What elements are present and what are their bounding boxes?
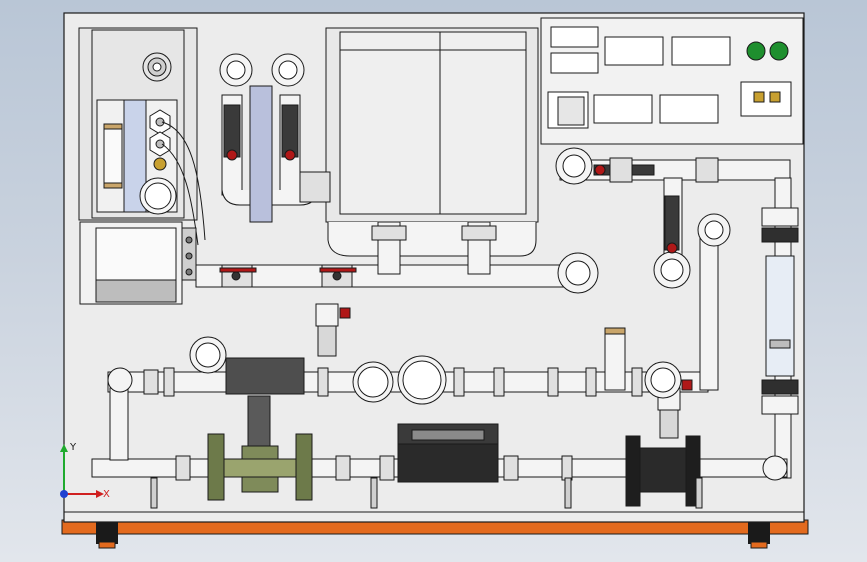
valve-header-right[interactable]	[319, 264, 357, 288]
fittings	[143, 157, 719, 481]
junction-box	[79, 221, 197, 305]
valve-upper-left-a[interactable]	[223, 104, 241, 161]
valve-right-vertical[interactable]	[664, 195, 680, 254]
inline-gauges	[189, 336, 682, 405]
indicator-lamp-left	[746, 41, 766, 61]
vortex-meter	[397, 423, 499, 483]
valve-header-left[interactable]	[219, 264, 257, 288]
upper-middle-tank	[325, 27, 539, 257]
axis-x-label: X	[103, 489, 110, 500]
control-panel	[540, 17, 804, 145]
turbine-flowmeter	[225, 357, 305, 455]
axis-triad: Y X	[60, 442, 110, 500]
base-frame	[61, 519, 809, 549]
left-tank-frame	[78, 27, 206, 246]
rotameter	[604, 327, 626, 391]
pipe-supports	[150, 477, 703, 509]
indicator-lamp-right	[769, 41, 789, 61]
magnetic-flowmeter	[207, 433, 313, 501]
sight-glass	[761, 207, 799, 415]
right-flowmeter	[625, 435, 701, 507]
valve-upper-left-b[interactable]	[281, 104, 299, 161]
axis-y-label: Y	[69, 442, 77, 453]
mounting-strip	[249, 85, 273, 223]
